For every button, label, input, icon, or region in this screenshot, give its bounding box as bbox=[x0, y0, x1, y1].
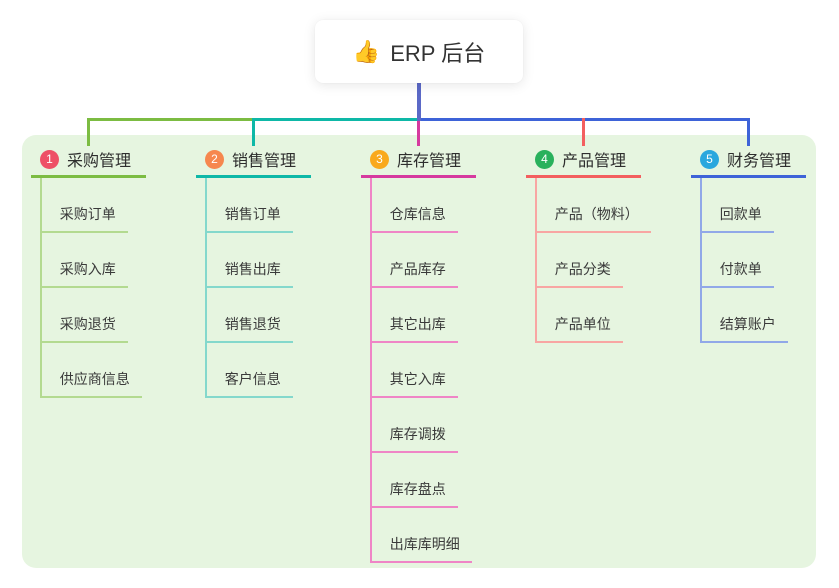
child-node[interactable]: 产品分类 bbox=[536, 259, 623, 288]
child-row: 回款单 bbox=[701, 178, 806, 233]
child-row: 采购退货 bbox=[41, 288, 146, 343]
child-node[interactable]: 销售出库 bbox=[206, 259, 293, 288]
child-node[interactable]: 销售订单 bbox=[206, 204, 293, 233]
branch-node-2[interactable]: 2 销售管理 bbox=[196, 146, 311, 178]
child-row: 销售退货 bbox=[206, 288, 311, 343]
child-row: 产品库存 bbox=[371, 233, 476, 288]
branch-number-badge: 2 bbox=[205, 149, 224, 169]
connector-root-vertical bbox=[417, 83, 421, 121]
branch-column-1: 1 采购管理采购订单采购入库采购退货供应商信息 bbox=[31, 146, 146, 398]
child-row: 产品分类 bbox=[536, 233, 641, 288]
child-node[interactable]: 其它出库 bbox=[371, 314, 458, 343]
connector-branch-2 bbox=[251, 117, 421, 121]
child-row: 产品单位 bbox=[536, 288, 641, 343]
child-node[interactable]: 采购订单 bbox=[41, 204, 128, 233]
child-node[interactable]: 产品库存 bbox=[371, 259, 458, 288]
branch-children: 销售订单销售出库销售退货客户信息 bbox=[204, 178, 311, 398]
branch-node-1[interactable]: 1 采购管理 bbox=[31, 146, 146, 178]
root-label: ERP 后台 bbox=[390, 40, 486, 66]
branch-column-4: 4 产品管理产品（物料） 产品分类产品单位 bbox=[526, 146, 651, 343]
child-row: 采购入库 bbox=[41, 233, 146, 288]
branch-column-3: 3 库存管理仓库信息产品库存其它出库其它入库库存调拨库存盘点出库库明细 bbox=[361, 146, 476, 563]
child-node[interactable]: 付款单 bbox=[701, 259, 774, 288]
child-row: 库存盘点 bbox=[371, 453, 476, 508]
child-node[interactable]: 出库库明细 bbox=[371, 534, 472, 563]
branch-column-2: 2 销售管理销售订单销售出库销售退货客户信息 bbox=[196, 146, 311, 398]
branch-children: 产品（物料） 产品分类产品单位 bbox=[534, 178, 651, 343]
branch-node-4[interactable]: 4 产品管理 bbox=[526, 146, 641, 178]
branch-label: 采购管理 bbox=[67, 153, 132, 170]
branch-node-3[interactable]: 3 库存管理 bbox=[361, 146, 476, 178]
child-row: 销售出库 bbox=[206, 233, 311, 288]
child-row: 结算账户 bbox=[701, 288, 806, 343]
thumbs-up-icon: 👍 bbox=[352, 38, 381, 64]
branch-number-badge: 4 bbox=[535, 149, 554, 169]
branch-children: 仓库信息产品库存其它出库其它入库库存调拨库存盘点出库库明细 bbox=[369, 178, 476, 563]
child-row: 采购订单 bbox=[41, 178, 146, 233]
child-row: 其它入库 bbox=[371, 343, 476, 398]
branch-number-badge: 1 bbox=[40, 149, 59, 169]
child-node[interactable]: 采购入库 bbox=[41, 259, 128, 288]
branch-children: 回款单付款单结算账户 bbox=[699, 178, 806, 343]
child-node[interactable]: 客户信息 bbox=[206, 369, 293, 398]
branch-children: 采购订单采购入库采购退货供应商信息 bbox=[39, 178, 146, 398]
branch-label: 销售管理 bbox=[232, 153, 297, 170]
branch-number-badge: 5 bbox=[700, 149, 719, 169]
child-row: 出库库明细 bbox=[371, 508, 476, 563]
branch-label: 库存管理 bbox=[397, 153, 462, 170]
child-node[interactable]: 结算账户 bbox=[701, 314, 788, 343]
connector-drop-5 bbox=[746, 117, 751, 146]
child-row: 供应商信息 bbox=[41, 343, 146, 398]
child-row: 付款单 bbox=[701, 233, 806, 288]
branch-node-5[interactable]: 5 财务管理 bbox=[691, 146, 806, 178]
branch-label: 产品管理 bbox=[562, 153, 627, 170]
child-row: 其它出库 bbox=[371, 288, 476, 343]
child-node[interactable]: 供应商信息 bbox=[41, 369, 142, 398]
child-node[interactable]: 采购退货 bbox=[41, 314, 128, 343]
connector-drop-4 bbox=[581, 117, 586, 146]
child-node[interactable]: 库存盘点 bbox=[371, 479, 458, 508]
branches-panel bbox=[22, 135, 816, 568]
connector-drop-3 bbox=[416, 117, 421, 146]
child-node[interactable]: 仓库信息 bbox=[371, 204, 458, 233]
child-node[interactable]: 回款单 bbox=[701, 204, 774, 233]
child-row: 销售订单 bbox=[206, 178, 311, 233]
child-node[interactable]: 产品单位 bbox=[536, 314, 623, 343]
child-row: 仓库信息 bbox=[371, 178, 476, 233]
child-row: 客户信息 bbox=[206, 343, 311, 398]
child-node[interactable]: 销售退货 bbox=[206, 314, 293, 343]
branch-label: 财务管理 bbox=[727, 153, 792, 170]
child-node[interactable]: 产品（物料） bbox=[536, 204, 651, 233]
child-node[interactable]: 其它入库 bbox=[371, 369, 458, 398]
branch-number-badge: 3 bbox=[370, 149, 389, 169]
child-node[interactable]: 库存调拨 bbox=[371, 424, 458, 453]
branch-column-5: 5 财务管理回款单付款单结算账户 bbox=[691, 146, 806, 343]
connector-drop-2 bbox=[251, 117, 256, 146]
child-row: 库存调拨 bbox=[371, 398, 476, 453]
connector-drop-1 bbox=[86, 117, 91, 146]
child-row: 产品（物料） bbox=[536, 178, 651, 233]
root-node[interactable]: 👍 ERP 后台 bbox=[315, 20, 523, 83]
